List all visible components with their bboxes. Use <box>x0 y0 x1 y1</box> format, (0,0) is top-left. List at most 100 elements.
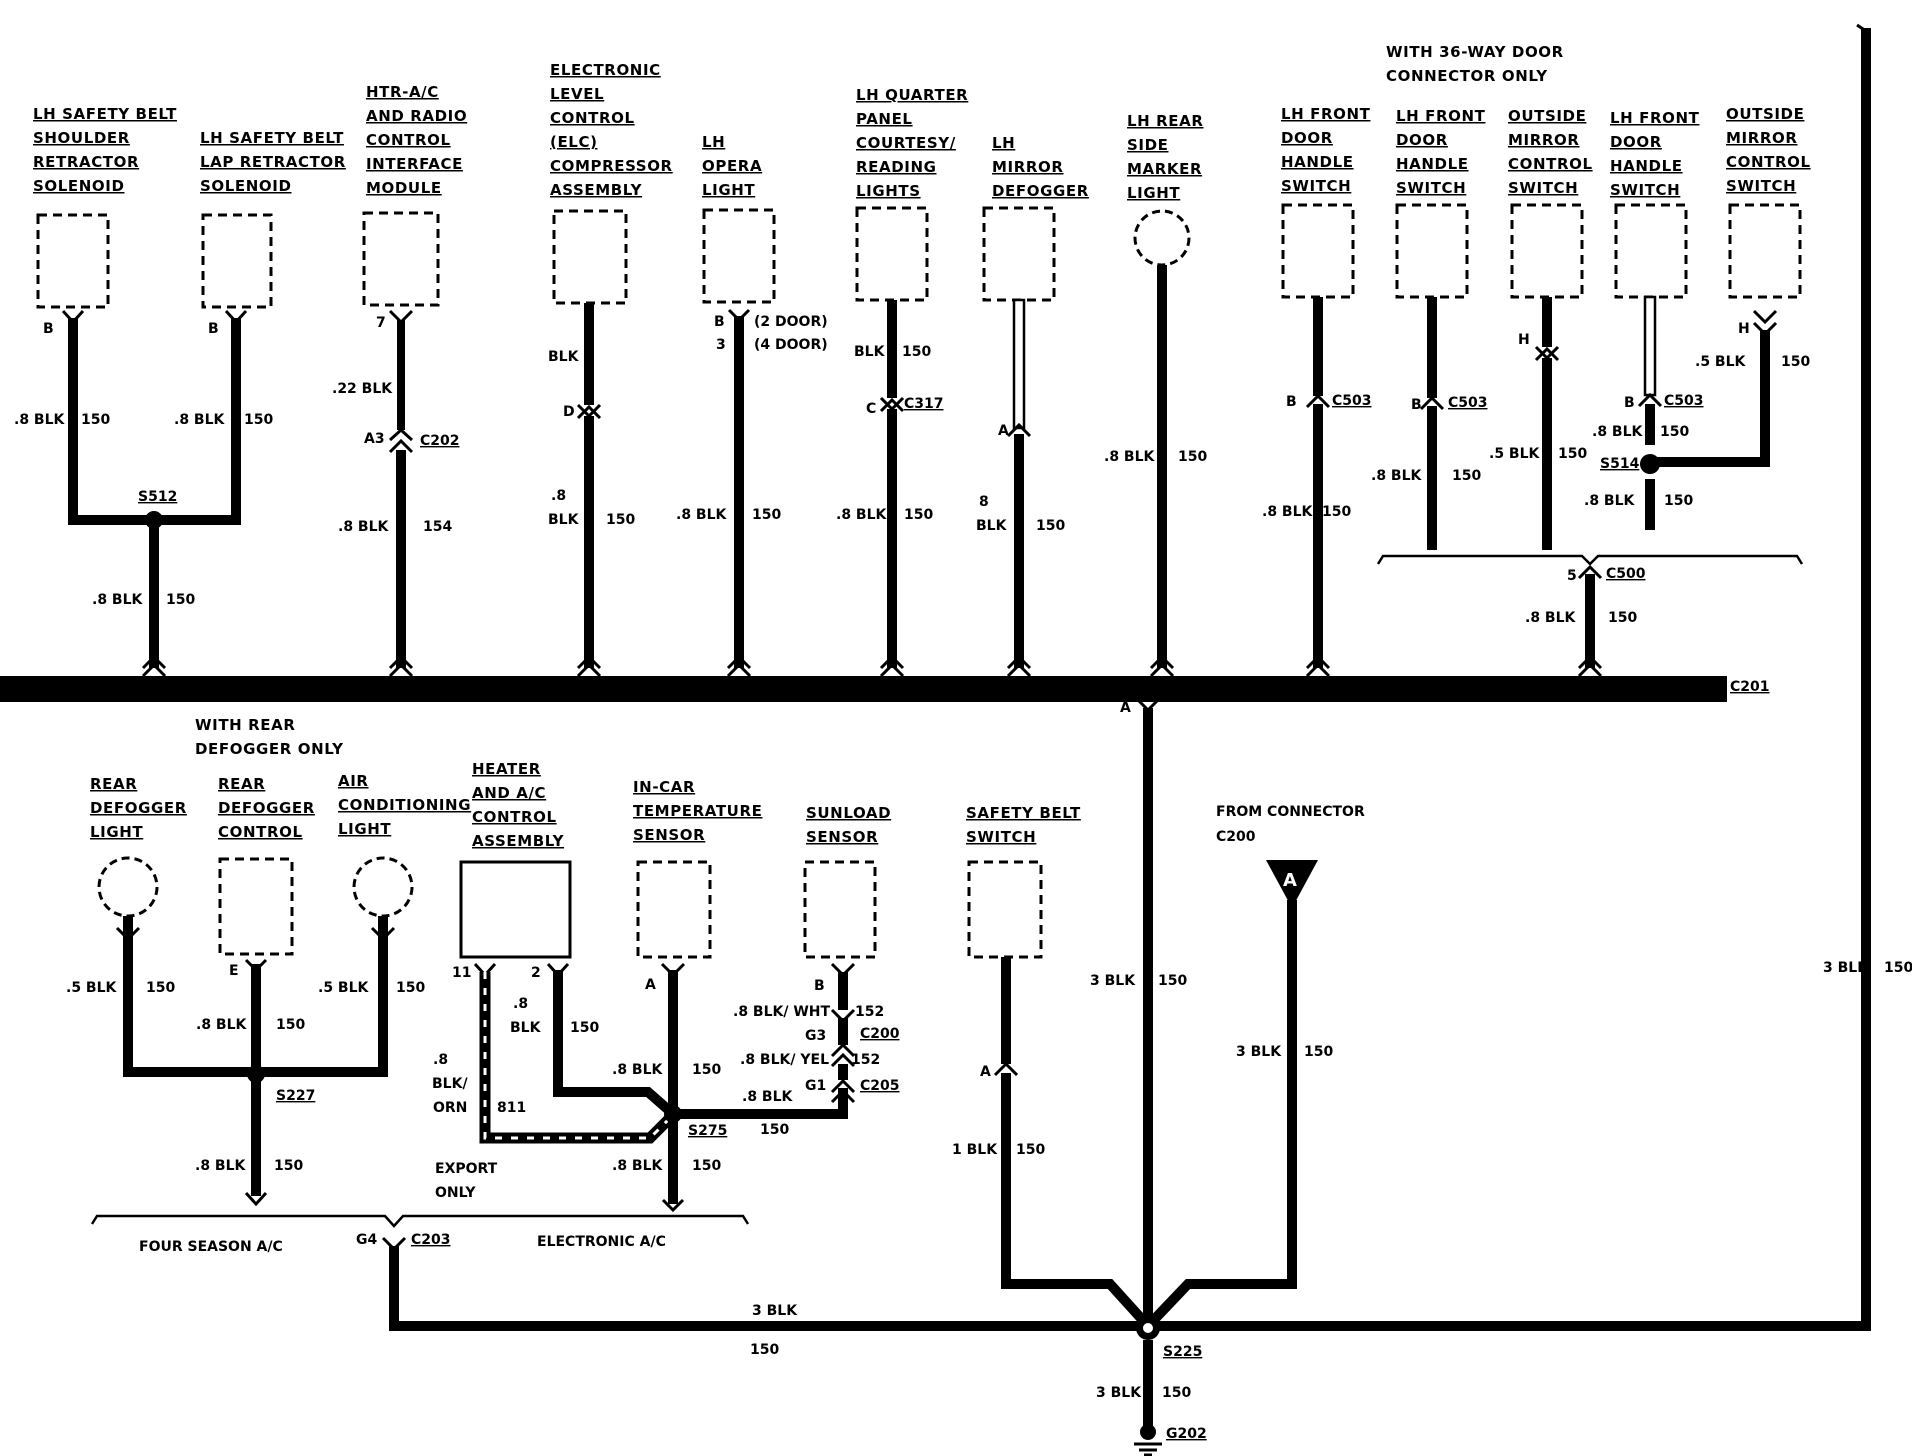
label-notes-door_36way-0: WITH 36-WAY DOOR <box>1386 43 1564 61</box>
label-top_components-5-gauge: .8 BLK <box>836 507 888 523</box>
label-wire_labels-a_down-circuit: 150 <box>1158 973 1187 989</box>
label-notes-four_season: FOUR SEASON A/C <box>139 1239 283 1255</box>
label-bottom_components-1-pin: E <box>229 963 239 979</box>
component-lh-front-door-handle-switch-3: LH FRONT DOOR HANDLE SWITCH <box>1610 109 1699 299</box>
label-wire_labels-s514_up-circuit: 150 <box>1660 424 1689 440</box>
label-top_components-11-conn: C503 <box>1664 393 1704 409</box>
label-top_components-3-lines-2: CONTROL <box>550 109 635 127</box>
label-top_components-3-lines-0: ELECTRONIC <box>550 61 661 79</box>
wire-s275-group: 11 .8 BLK/ ORN 811 2 .8 BLK 150 A .8 BLK… <box>432 962 848 1213</box>
component-lh-mirror-defogger: LH MIRROR DEFOGGER <box>982 134 1089 302</box>
label-top_components-3-gauge_lines-1: BLK <box>548 512 580 528</box>
label-notes-rear_defogger_only-0: WITH REAR <box>195 716 296 734</box>
label-top_components-0-circuit: 150 <box>81 412 110 428</box>
label-connectors-c500: C500 <box>1606 566 1646 582</box>
component-lh-front-door-handle-switch-1: LH FRONT DOOR HANDLE SWITCH <box>1281 105 1371 299</box>
label-bottom_components-3-lines-3: ASSEMBLY <box>472 832 565 850</box>
label-top_components-4-pin_notes-0-pin: B <box>714 314 725 330</box>
label-top_components-7-lines-3: LIGHT <box>1127 184 1180 202</box>
label-top_components-5-lines-2: COURTESY/ <box>856 134 956 152</box>
label-bottom_components-2-gauge: .5 BLK <box>318 980 370 996</box>
label-bottom_components-2-lines-1: CONDITIONING <box>338 796 471 814</box>
label-top_components-12-circuit: 150 <box>1781 354 1810 370</box>
label-top_components-0-lines-2: RETRACTOR <box>33 153 139 171</box>
label-bottom_components-2-lines-2: LIGHT <box>338 820 391 838</box>
label-top_components-8-circuit: 150 <box>1322 504 1351 520</box>
label-wire_labels-s275_down-circuit: 150 <box>692 1158 721 1174</box>
label-top_components-0-lines-1: SHOULDER <box>33 129 130 147</box>
label-top_components-3-lines-3: (ELC) <box>550 133 598 151</box>
label-splices-s512: S512 <box>138 489 177 505</box>
label-bottom_components-6-circuit: 150 <box>1016 1142 1045 1158</box>
c201-connector-tails <box>141 654 1603 678</box>
label-top_components-6-lines-2: DEFOGGER <box>992 182 1089 200</box>
label-bottom_components-3-pin_b: 2 <box>531 965 541 981</box>
component-lh-quarter-panel-lights: LH QUARTER PANEL COURTESY/ READING LIGHT… <box>855 86 968 302</box>
label-bottom_components-7-symbol: A <box>1283 870 1297 891</box>
connector-c201-bar: C201 A <box>0 676 1770 716</box>
label-top_components-2-gauge: .8 BLK <box>338 519 390 535</box>
wire-quarter-panel: BLK 150 C C317 .8 BLK 150 <box>836 300 944 668</box>
note-rear-defogger-only: WITH REAR DEFOGGER ONLY <box>195 716 343 758</box>
label-bottom_components-4-lines-1: TEMPERATURE <box>633 802 762 820</box>
ground-icon <box>1134 1442 1162 1456</box>
note-36-way-door-connector: WITH 36-WAY DOOR CONNECTOR ONLY <box>1386 43 1564 85</box>
label-top_components-5-lines-3: READING <box>856 158 937 176</box>
label-top_components-3-circuit: 150 <box>606 512 635 528</box>
wire-elc: BLK D .8 BLK 150 <box>548 303 635 668</box>
label-top_components-9-lines-1: DOOR <box>1396 131 1448 149</box>
wire-marker-light: .8 BLK 150 <box>1104 265 1207 668</box>
label-top_components-8-conn_pin: B <box>1286 394 1297 410</box>
component-incar-temperature-sensor: IN-CAR TEMPERATURE SENSOR <box>633 778 762 959</box>
label-bottom_components-1-lines-0: REAR <box>218 775 265 793</box>
component-elc-compressor: ELECTRONIC LEVEL CONTROL (ELC) COMPRESSO… <box>550 61 672 305</box>
label-top_components-4-pin_notes-1-pin: 3 <box>716 337 726 353</box>
label-top_components-5-gauge_upper: BLK <box>854 344 886 360</box>
label-bottom_components-7-gauge: 3 BLK <box>1236 1044 1282 1060</box>
label-wire_labels-s275_down-gauge: .8 BLK <box>612 1158 664 1174</box>
label-top_components-12-lines-0: OUTSIDE <box>1726 105 1804 123</box>
label-wire_labels-s512_down-circuit: 150 <box>166 592 195 608</box>
label-bottom_components-4-lines-0: IN-CAR <box>633 778 695 796</box>
wire-htr-module: 7 .22 BLK A3 C202 .8 BLK 154 <box>332 309 460 668</box>
label-wire_labels-s227_down-circuit: 150 <box>274 1158 303 1174</box>
label-top_components-11-lines-3: SWITCH <box>1610 181 1680 199</box>
label-notes-export_only-1: ONLY <box>435 1185 476 1201</box>
component-lh-lap-solenoid: LH SAFETY BELT LAP RETRACTOR SOLENOID <box>200 129 345 309</box>
label-top_components-5-circuit_upper: 150 <box>902 344 931 360</box>
label-bottom_components-5-pin: B <box>814 978 825 994</box>
label-top_components-5-conn: C317 <box>904 396 944 412</box>
label-top_components-3-gauge_lines-0: .8 <box>551 488 566 504</box>
label-connectors-c203: C203 <box>411 1232 451 1248</box>
label-top_components-3-gauge_upper: BLK <box>548 349 580 365</box>
label-bottom_components-3-lines-2: CONTROL <box>472 808 557 826</box>
label-top_components-2-lines-4: MODULE <box>366 179 442 197</box>
label-top_components-8-gauge: .8 BLK <box>1262 504 1314 520</box>
label-top_components-6-circuit: 150 <box>1036 518 1065 534</box>
label-wire_labels-c203_bus-gauge: 3 BLK <box>752 1303 798 1319</box>
label-connectors-c200: C200 <box>860 1026 900 1042</box>
label-top_components-8-lines-0: LH FRONT <box>1281 105 1371 123</box>
label-connectors-c205: C205 <box>860 1078 900 1094</box>
label-top_components-1-lines-0: LH SAFETY BELT <box>200 129 344 147</box>
label-top_components-10-lines-0: OUTSIDE <box>1508 107 1586 125</box>
component-lh-front-door-handle-switch-2: LH FRONT DOOR HANDLE SWITCH <box>1395 107 1485 299</box>
label-top_components-7-circuit: 150 <box>1178 449 1207 465</box>
label-top_components-2-lines-1: AND RADIO <box>366 107 467 125</box>
label-bottom_components-1-circuit: 150 <box>276 1017 305 1033</box>
component-lh-opera-light: LH OPERA LIGHT <box>702 133 776 304</box>
label-bottom_components-1-gauge: .8 BLK <box>196 1017 248 1033</box>
label-top_components-4-gauge: .8 BLK <box>676 507 728 523</box>
label-bottom_components-3-lines-0: HEATER <box>472 760 541 778</box>
label-top_components-3-lines-1: LEVEL <box>550 85 604 103</box>
label-top_components-1-gauge: .8 BLK <box>174 412 226 428</box>
label-bottom_components-0-lines-0: REAR <box>90 775 137 793</box>
label-top_components-11-conn_pin: B <box>1624 395 1635 411</box>
component-lh-rear-side-marker: LH REAR SIDE MARKER LIGHT <box>1127 112 1203 267</box>
label-top_components-11-lines-2: HANDLE <box>1610 157 1683 175</box>
wire-s512-group: B B .8 BLK 150 .8 BLK 150 S512 .8 BLK 15… <box>14 309 273 668</box>
label-wire_labels-c203_bus-circuit: 150 <box>750 1342 779 1358</box>
label-top_components-4-pin_notes-0-note: (2 DOOR) <box>754 314 828 330</box>
label-connectors-c205_pin: G1 <box>805 1078 826 1094</box>
